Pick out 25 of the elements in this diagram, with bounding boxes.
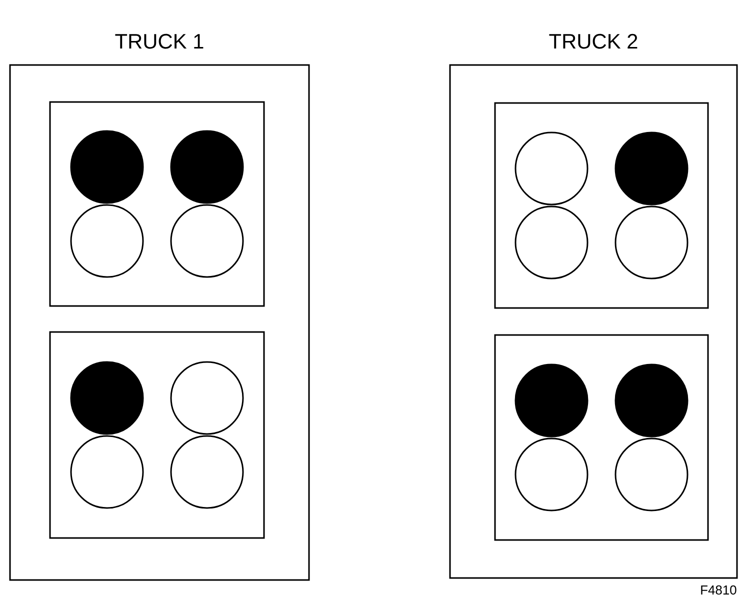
filled-circle <box>170 130 244 204</box>
filled-circle <box>614 364 688 438</box>
empty-circle <box>170 204 244 278</box>
filled-circle <box>70 361 144 435</box>
empty-circle <box>70 204 144 278</box>
truck-box: TRUCK 2 <box>449 34 738 579</box>
empty-circle <box>170 435 244 509</box>
filled-circle <box>514 364 588 438</box>
empty-circle <box>170 361 244 435</box>
inner-box <box>494 334 709 541</box>
empty-circle <box>514 132 588 206</box>
filled-circle <box>70 130 144 204</box>
figure-number: F4810 <box>701 585 736 595</box>
empty-circle <box>614 206 688 280</box>
empty-circle <box>70 435 144 509</box>
filled-circle <box>614 132 688 206</box>
inner-box <box>49 101 265 307</box>
node-label: TRUCK 1 <box>115 34 204 49</box>
empty-circle <box>514 438 588 512</box>
inner-box <box>49 331 265 539</box>
inner-box <box>494 102 709 309</box>
node-label: TRUCK 2 <box>549 34 638 49</box>
empty-circle <box>514 206 588 280</box>
empty-circle <box>614 438 688 512</box>
truck-box: TRUCK 1 <box>9 34 310 581</box>
